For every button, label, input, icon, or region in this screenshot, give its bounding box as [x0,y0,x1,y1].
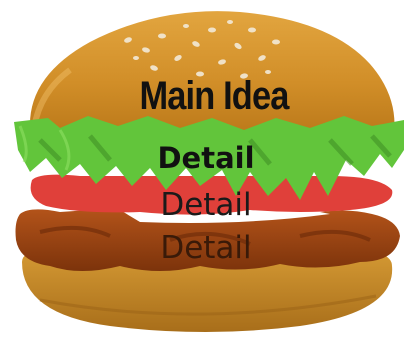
detail-label-3: Detail [0,230,412,266]
detail-label-1: Detail [0,141,412,175]
detail-label-2: Detail [0,187,412,223]
main-idea-label: Main Idea [37,74,391,119]
